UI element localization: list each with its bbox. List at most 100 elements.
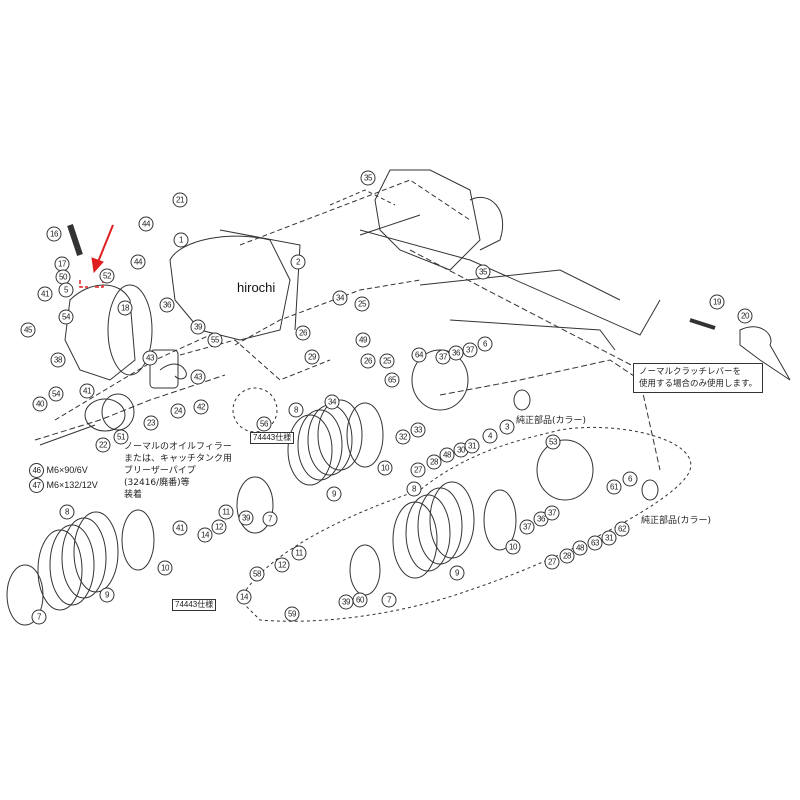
part-label: 41	[37, 286, 53, 302]
part-label: 29	[304, 349, 320, 365]
part-label: 39	[238, 510, 254, 526]
part-label: 21	[172, 192, 188, 208]
part-label: 7	[31, 609, 47, 625]
part-label: 12	[211, 519, 227, 535]
part-label: 37	[435, 349, 451, 365]
part-label: 40	[32, 396, 48, 412]
part-label: 60	[352, 592, 368, 608]
part-label: 35	[360, 170, 376, 186]
part-label: 43	[142, 350, 158, 366]
part-label: 36	[159, 297, 175, 313]
part-label: 2	[290, 254, 306, 270]
part-label: 26	[360, 353, 376, 369]
part-label: 31	[601, 530, 617, 546]
part-label: 44	[138, 216, 154, 232]
watermark: hirochi	[237, 280, 276, 295]
part-label: 10	[505, 539, 521, 555]
part-label: 41	[172, 520, 188, 536]
part-label: 3	[499, 419, 515, 435]
part-label: 42	[193, 399, 209, 415]
part-label: 31	[464, 438, 480, 454]
part-label: 34	[324, 394, 340, 410]
part-label: 9	[326, 486, 342, 502]
part-label: 46	[29, 463, 44, 478]
part-label: 36	[448, 345, 464, 361]
part-label: 26	[295, 325, 311, 341]
spec-47: 47 M6×132/12V	[29, 478, 98, 493]
part-label: 49	[355, 332, 371, 348]
part-label: 9	[449, 565, 465, 581]
part-label: 10	[157, 560, 173, 576]
part-label: 28	[559, 548, 575, 564]
part-label: 9	[99, 587, 115, 603]
part-label: 35	[475, 264, 491, 280]
oil-filler-note: ノーマルのオイルフィラー または、キャッチタンク用 ブリーザーパイプ (3241…	[124, 442, 233, 500]
part-label: 19	[709, 294, 725, 310]
part-label: 20	[737, 308, 753, 324]
part-label: 18	[117, 300, 133, 316]
part-label: 48	[572, 540, 588, 556]
clutch-lever-note: ノーマルクラッチレバーを 使用する場合のみ使用します。	[633, 363, 764, 393]
leader-line	[329, 189, 396, 206]
part-label: 34	[332, 290, 348, 306]
clutch-pack-b	[37, 511, 119, 611]
part-label: 24	[170, 403, 186, 419]
part-label: 48	[439, 447, 455, 463]
part-label: 61	[606, 479, 622, 495]
part-label: 10	[377, 460, 393, 476]
part-label: 53	[545, 434, 561, 450]
part-label: 52	[99, 268, 115, 284]
part-label: 7	[381, 592, 397, 608]
part-label: 54	[48, 386, 64, 402]
part-label: 28	[426, 454, 442, 470]
part-label: 11	[291, 545, 307, 561]
part-label: 37	[544, 505, 560, 521]
part-label: 11	[218, 504, 234, 520]
part-label: 8	[59, 504, 75, 520]
part-label: 51	[113, 429, 129, 445]
part-label: 25	[354, 296, 370, 312]
part-label: 62	[614, 521, 630, 537]
clutch-pack-c	[392, 481, 475, 579]
part-label: 12	[274, 557, 290, 573]
spec-74443-tag: 74443仕様	[250, 432, 295, 444]
part-label: 7	[262, 511, 278, 527]
part-label: 59	[284, 606, 300, 622]
part-label: 16	[46, 226, 62, 242]
part-label: 63	[587, 535, 603, 551]
spec-46: 46 M6×90/6V	[29, 463, 88, 478]
part-label: 25	[379, 353, 395, 369]
part-label: 5	[58, 282, 74, 298]
part-label: 37	[462, 342, 478, 358]
genuine-collar-note: 純正部品(カラー)	[516, 416, 587, 426]
part-label: 14	[236, 589, 252, 605]
part-label: 23	[143, 415, 159, 431]
genuine-collar-note: 純正部品(カラー)	[641, 516, 712, 526]
part-label: 65	[384, 372, 400, 388]
part-label: 27	[544, 554, 560, 570]
part-label: 32	[395, 429, 411, 445]
part-label: 55	[207, 332, 223, 348]
part-label: 39	[338, 594, 354, 610]
part-label: 37	[519, 519, 535, 535]
part-label: 64	[411, 347, 427, 363]
spec-74443-tag: 74443仕様	[172, 599, 217, 611]
part-label: 8	[288, 402, 304, 418]
part-label: 4	[482, 428, 498, 444]
spec-text: M6×132/12V	[46, 479, 98, 490]
part-label: 44	[130, 254, 146, 270]
part-label: 56	[256, 416, 272, 432]
part-label: 27	[410, 462, 426, 478]
part-label: 54	[58, 309, 74, 325]
part-label: 8	[406, 481, 422, 497]
part-label: 43	[190, 369, 206, 385]
part-label: 47	[29, 478, 44, 493]
part-label: 41	[79, 383, 95, 399]
part-label: 6	[477, 336, 493, 352]
part-label: 58	[249, 566, 265, 582]
part-label: 6	[622, 471, 638, 487]
spec-text: M6×90/6V	[46, 464, 88, 475]
part-label: 22	[95, 437, 111, 453]
